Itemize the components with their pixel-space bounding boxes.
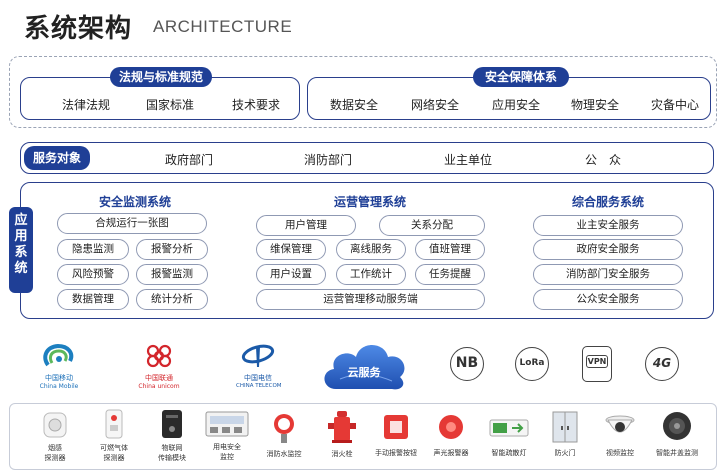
operations-system-title: 运营管理系统 [333,195,406,209]
fire-hydrant-icon [328,411,356,443]
device-gas-detector: 可燃气体 探测器 [94,409,134,463]
lora-icon: LoRa [515,347,549,381]
fire-door-icon [552,411,578,443]
device-iot-module: 物联网 传输模块 [152,409,192,463]
exit-sign-icon [489,419,529,437]
vpn-icon: VPN [582,346,612,382]
gas-detector-icon [105,409,123,439]
cloud-icon [324,345,405,390]
application-tag: 应 用 系 统 [9,207,33,293]
iot-module-icon [162,410,182,438]
service-targets-tag: 服务对象 [24,146,90,170]
security-tag: 安全保障体系 [473,67,569,87]
dome-camera-icon [605,415,635,433]
safety-pill[interactable]: 数据管理 [57,289,129,310]
nb-iot-icon: NB [450,347,484,381]
device-hydrant: 消火栓 [322,409,362,459]
security-item: 灾备中心 [651,98,700,112]
regulation-item: 国家标准 [146,98,195,112]
regulation-item: 技术要求 [232,98,281,112]
safety-pill[interactable]: 统计分析 [136,289,208,310]
water-pressure-gauge-icon [274,414,294,443]
safety-pill[interactable]: 报警监测 [136,264,208,285]
device-sound-light-alarm: 声光报警器 [429,412,473,458]
sound-light-alarm-icon [439,415,463,439]
china-mobile-logo: 中国移动 China Mobile [38,343,80,390]
service-targets-panel [20,142,714,174]
safety-system-title: 安全监测系统 [98,195,171,209]
operations-pill[interactable]: 用户管理 [256,215,356,236]
security-item: 应用安全 [492,98,541,112]
operations-pill[interactable]: 关系分配 [379,215,485,236]
china-unicom-logo: 中国联通 China unicom [135,343,183,390]
safety-pill[interactable]: 报警分析 [136,239,208,260]
device-smoke-detector: 烟感 探测器 [35,411,75,463]
safety-pill[interactable]: 风险预警 [57,264,129,285]
operations-pill[interactable]: 维保管理 [256,239,326,260]
integrated-pill[interactable]: 公众安全服务 [533,289,683,310]
electrical-monitor-icon [205,411,249,437]
service-target-item: 消防部门 [304,153,353,167]
smoke-detector-icon [43,412,67,438]
operations-pill[interactable]: 任务提醒 [415,264,485,285]
operations-pill-wide[interactable]: 运营管理移动服务端 [256,289,485,310]
regulation-item: 法律法规 [62,98,111,112]
device-fire-water-monitor: 消防水监控 [262,411,306,459]
device-manhole-monitor: 智能井盖监测 [652,410,702,458]
service-target-item: 公 众 [585,153,622,167]
manhole-cover-sensor-icon [663,412,691,440]
standards-security-frame [9,56,717,128]
china-mobile-icon [43,343,74,367]
integrated-pill[interactable]: 政府安全服务 [533,239,683,260]
integrated-pill[interactable]: 业主安全服务 [533,215,683,236]
operations-pill[interactable]: 工作统计 [336,264,406,285]
device-video-camera: 视频监控 [600,412,640,458]
integrated-system-title: 综合服务系统 [571,195,644,209]
operations-pill[interactable]: 值班管理 [415,239,485,260]
device-strip [9,403,717,470]
4g-icon: 4G [645,347,679,381]
integrated-pill[interactable]: 消防部门安全服务 [533,264,683,285]
device-manual-alarm: 手动报警按钮 [372,412,420,458]
device-electrical-monitor: 用电安全 监控 [204,410,250,462]
operations-pill[interactable]: 用户设置 [256,264,326,285]
china-telecom-logo: 中国电信 CHINA TELECOM [236,343,282,389]
cloud-label: 云服务 [347,366,381,379]
china-telecom-icon [241,344,275,367]
page-title: 系统架构 [24,14,133,44]
manual-alarm-button-icon [384,415,408,439]
safety-pill[interactable]: 隐患监测 [57,239,129,260]
cloud-service: 云服务 [318,333,410,395]
device-fire-door: 防火门 [545,410,585,458]
safety-pill[interactable]: 合规运行一张图 [57,213,207,234]
security-item: 物理安全 [571,98,620,112]
operations-pill[interactable]: 离线服务 [336,239,406,260]
china-unicom-icon [146,344,172,368]
security-item: 网络安全 [411,98,460,112]
service-target-item: 业主单位 [444,153,493,167]
device-evacuation-light: 智能疏散灯 [486,414,532,458]
regulations-tag: 法规与标准规范 [110,67,212,87]
service-target-item: 政府部门 [165,153,214,167]
page-subtitle: ARCHITECTURE [153,17,293,36]
security-item: 数据安全 [330,98,379,112]
